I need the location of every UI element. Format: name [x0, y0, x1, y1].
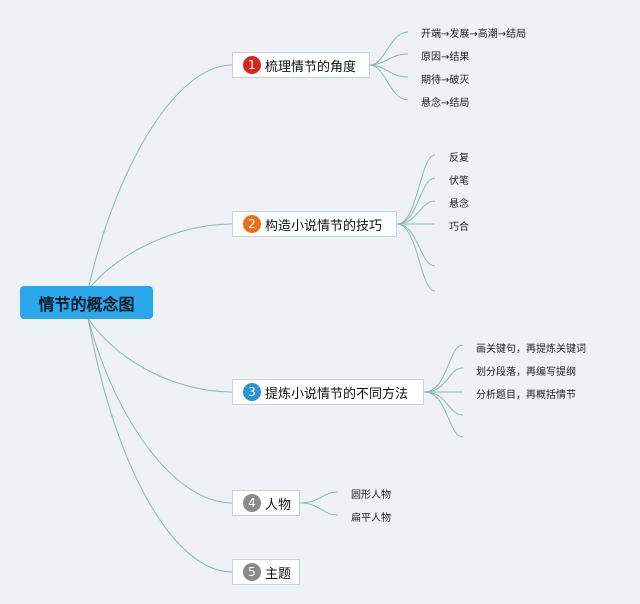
- number-badge-5: 5: [243, 563, 261, 581]
- leaf-item[interactable]: 悬念→结局: [421, 98, 470, 109]
- link-root-branch-4: [87, 317, 233, 504]
- branch-label: 人物: [265, 497, 292, 513]
- branch-label: 提炼小说情节的不同方法: [265, 386, 409, 402]
- branch-label: 构造小说情节的技巧: [265, 218, 383, 234]
- branch-4[interactable]: 4 人物: [232, 490, 300, 516]
- number-badge-2: 2: [243, 215, 261, 233]
- branch-3[interactable]: 3 提炼小说情节的不同方法: [232, 379, 424, 405]
- root-node[interactable]: 情节的概念图: [20, 286, 153, 319]
- leaf-item[interactable]: 期待→破灭: [421, 75, 470, 86]
- branch-label: 梳理情节的角度: [265, 59, 357, 75]
- number-badge-3: 3: [243, 383, 261, 401]
- branch-label: 主题: [265, 566, 292, 582]
- leaf-item[interactable]: 反复: [449, 153, 469, 164]
- leaf-item[interactable]: 伏笔: [449, 176, 469, 187]
- leaf-item[interactable]: 原因→结果: [421, 52, 470, 63]
- link-root-branch-3: [87, 317, 233, 393]
- number-badge-4: 4: [243, 494, 261, 512]
- number-badge-1: 1: [243, 56, 261, 74]
- leaf-item[interactable]: 悬念: [449, 199, 469, 210]
- leaf-item[interactable]: 开端→发展→高潮→结局: [421, 29, 527, 40]
- leaf-item[interactable]: 扁平人物: [351, 513, 391, 524]
- link-root-branch-5: [87, 317, 233, 573]
- leaf-item[interactable]: 画关键句，再提炼关键词: [476, 344, 586, 355]
- leaf-item[interactable]: 划分段落，再编写提纲: [476, 367, 576, 378]
- leaf-item[interactable]: 圆形人物: [351, 490, 391, 501]
- leaf-item[interactable]: 巧合: [449, 222, 469, 233]
- link-root-branch-1: [87, 64, 233, 291]
- branch-1[interactable]: 1 梳理情节的角度: [232, 52, 370, 78]
- branch-2[interactable]: 2 构造小说情节的技巧: [232, 211, 397, 237]
- branch-5[interactable]: 5 主题: [232, 559, 300, 585]
- leaf-item[interactable]: 分析题目，再概括情节: [476, 390, 576, 401]
- link-root-branch-2: [87, 223, 233, 291]
